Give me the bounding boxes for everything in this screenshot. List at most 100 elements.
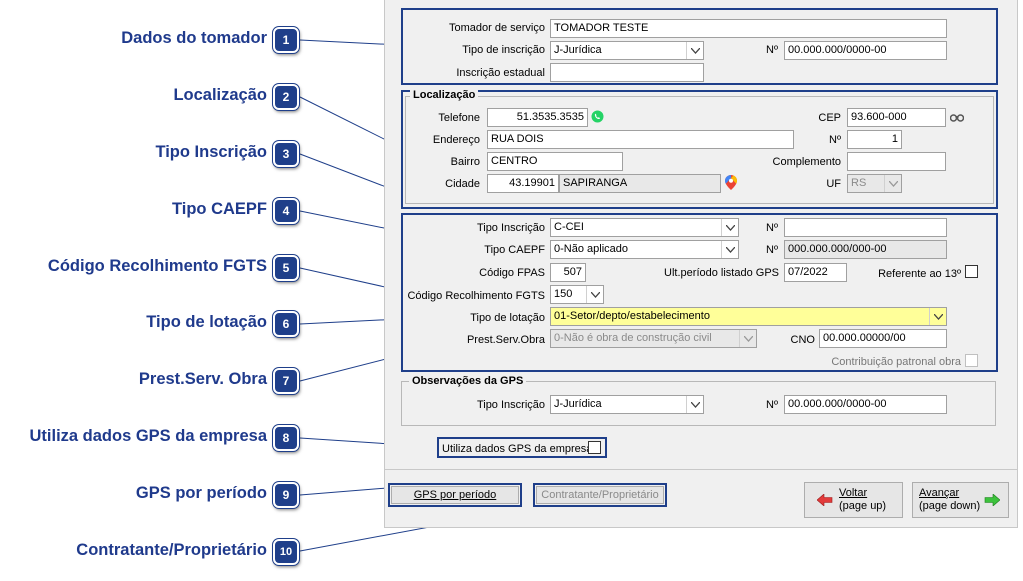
referente-13-label: Referente ao 13º xyxy=(878,268,961,280)
prest-serv-obra-label: Prest.Serv.Obra xyxy=(466,334,545,346)
tomador-num-input[interactable]: 00.000.000/0000-00 xyxy=(784,41,947,60)
telefone-input[interactable]: 51.3535.3535 xyxy=(487,108,588,127)
chevron-down-icon xyxy=(739,330,756,347)
obs-num-input[interactable]: 00.000.000/0000-00 xyxy=(784,395,947,414)
callout-label-10: Contratante/Proprietário xyxy=(76,541,267,559)
numero-input[interactable]: 1 xyxy=(847,130,902,149)
tipo-inscricao-value: J-Jurídica xyxy=(554,44,602,56)
chevron-down-icon xyxy=(686,42,703,59)
chevron-down-icon xyxy=(686,396,703,413)
tipo-caepf-select[interactable]: 0-Não aplicado xyxy=(550,240,739,259)
ult-periodo-label: Ult.período listado GPS xyxy=(664,267,779,279)
whatsapp-icon[interactable] xyxy=(591,110,604,123)
chevron-down-icon xyxy=(586,286,603,303)
gps-periodo-button-label: GPS por período xyxy=(413,489,497,501)
highlight-localizacao xyxy=(401,90,998,209)
tomador-num-label: Nº xyxy=(766,44,778,56)
contribuicao-patronal-label: Contribuição patronal obra xyxy=(831,356,961,368)
complemento-label: Complemento xyxy=(772,156,841,168)
tipo-inscricao-2-select[interactable]: C-CEI xyxy=(550,218,739,237)
codigo-fgts-select[interactable]: 150 xyxy=(550,285,604,304)
inscricao-num2-label: Nº xyxy=(766,244,778,256)
endereco-label: Endereço xyxy=(432,134,480,146)
tomador-servico-input[interactable]: TOMADOR TESTE xyxy=(550,19,947,38)
callout-badge-10: 10 xyxy=(273,539,299,565)
ult-periodo-input[interactable]: 07/2022 xyxy=(784,263,847,282)
avancar-shortcut: (page down) xyxy=(919,500,981,512)
callout-badge-4: 4 xyxy=(273,198,299,224)
gps-periodo-button[interactable]: GPS por período xyxy=(391,486,519,504)
callout-badge-8: 8 xyxy=(273,425,299,451)
inscricao-estadual-input[interactable] xyxy=(550,63,704,82)
tipo-lotacao-label: Tipo de lotação xyxy=(470,312,545,324)
callout-badge-2: 2 xyxy=(273,84,299,110)
cno-label: CNO xyxy=(790,334,815,346)
voltar-shortcut: (page up) xyxy=(839,500,887,512)
contribuicao-patronal-checkbox xyxy=(965,354,978,367)
tipo-inscricao-label: Tipo de inscrição xyxy=(462,44,545,56)
chevron-down-icon xyxy=(929,308,946,325)
callout-label-4: Tipo CAEPF xyxy=(171,200,267,218)
voltar-button[interactable]: Voltar (page up) xyxy=(804,482,903,518)
obs-tipo-inscricao-select[interactable]: J-Jurídica xyxy=(550,395,704,414)
referente-13-checkbox[interactable] xyxy=(965,265,978,278)
highlight-dados-tomador xyxy=(401,8,998,85)
binoculars-icon[interactable] xyxy=(949,111,965,123)
callout-label-3: Tipo Inscrição xyxy=(155,143,267,161)
tipo-lotacao-select[interactable]: 01-Setor/depto/estabelecimento xyxy=(550,307,947,326)
arrow-right-icon xyxy=(984,493,1001,507)
avancar-button[interactable]: Avançar (page down) xyxy=(912,482,1009,518)
utiliza-dados-label: Utiliza dados GPS da empresa xyxy=(442,443,593,455)
codigo-fpas-input[interactable]: 507 xyxy=(550,263,586,282)
tomador-servico-label: Tomador de serviço xyxy=(449,22,545,34)
obs-tipo-inscricao-label: Tipo Inscrição xyxy=(476,399,545,411)
inscricao-num2-field: 000.000.000/000-00 xyxy=(784,240,947,259)
codigo-fgts-value: 150 xyxy=(554,288,573,300)
map-pin-icon[interactable] xyxy=(725,175,737,190)
highlight-gps-periodo xyxy=(388,483,522,507)
cidade-name-field: SAPIRANGA xyxy=(559,174,721,193)
highlight-contratante xyxy=(533,483,667,507)
inscricao-num1-input[interactable] xyxy=(784,218,947,237)
callout-badge-6: 6 xyxy=(273,311,299,337)
endereco-input[interactable]: RUA DOIS xyxy=(487,130,794,149)
connector-1 xyxy=(299,39,401,46)
cep-input[interactable]: 93.600-000 xyxy=(847,108,946,127)
callout-label-2: Localização xyxy=(173,86,267,104)
uf-label: UF xyxy=(826,178,841,190)
bairro-input[interactable]: CENTRO xyxy=(487,152,623,171)
contratante-button: Contratante/Proprietário xyxy=(536,486,664,504)
codigo-fpas-label: Código FPAS xyxy=(479,267,545,279)
cep-label: CEP xyxy=(818,112,841,124)
chevron-down-icon xyxy=(721,241,738,258)
group-localizacao xyxy=(405,96,994,204)
utiliza-dados-checkbox[interactable] xyxy=(588,441,601,454)
tipo-inscricao-select[interactable]: J-Jurídica xyxy=(550,41,704,60)
callout-badge-5: 5 xyxy=(273,255,299,281)
tipo-lotacao-value: 01-Setor/depto/estabelecimento xyxy=(554,310,710,322)
arrow-left-icon xyxy=(816,493,833,507)
inscricao-estadual-label: Inscrição estadual xyxy=(456,67,545,79)
voltar-label: Voltar xyxy=(839,487,868,499)
callout-badge-3: 3 xyxy=(273,141,299,167)
cno-input[interactable]: 00.000.00000/00 xyxy=(819,329,947,348)
cidade-code-input[interactable]: 43.19901 xyxy=(487,174,559,193)
prest-serv-obra-select: 0-Não é obra de construção civil xyxy=(550,329,757,348)
tipo-inscricao-2-label: Tipo Inscrição xyxy=(476,222,545,234)
callout-label-9: GPS por período xyxy=(135,484,267,502)
callout-badge-1: 1 xyxy=(273,27,299,53)
voltar-button-text: Voltar (page up) xyxy=(839,487,886,513)
localizacao-title: Localização xyxy=(410,89,479,101)
complemento-input[interactable] xyxy=(847,152,946,171)
group-observacoes xyxy=(401,381,996,426)
prest-serv-obra-value: 0-Não é obra de construção civil xyxy=(554,332,712,344)
tipo-caepf-label: Tipo CAEPF xyxy=(484,244,545,256)
gps-dialog: Tomador de serviço TOMADOR TESTE Tipo de… xyxy=(384,0,1018,528)
highlight-utiliza-dados xyxy=(437,437,607,458)
callout-badge-7: 7 xyxy=(273,368,299,394)
connector-9 xyxy=(299,487,388,496)
chevron-down-icon xyxy=(721,219,738,236)
tipo-inscricao-2-value: C-CEI xyxy=(554,221,584,233)
callout-label-5: Código Recolhimento FGTS xyxy=(47,257,267,275)
avancar-button-text: Avançar (page down) xyxy=(919,487,980,513)
